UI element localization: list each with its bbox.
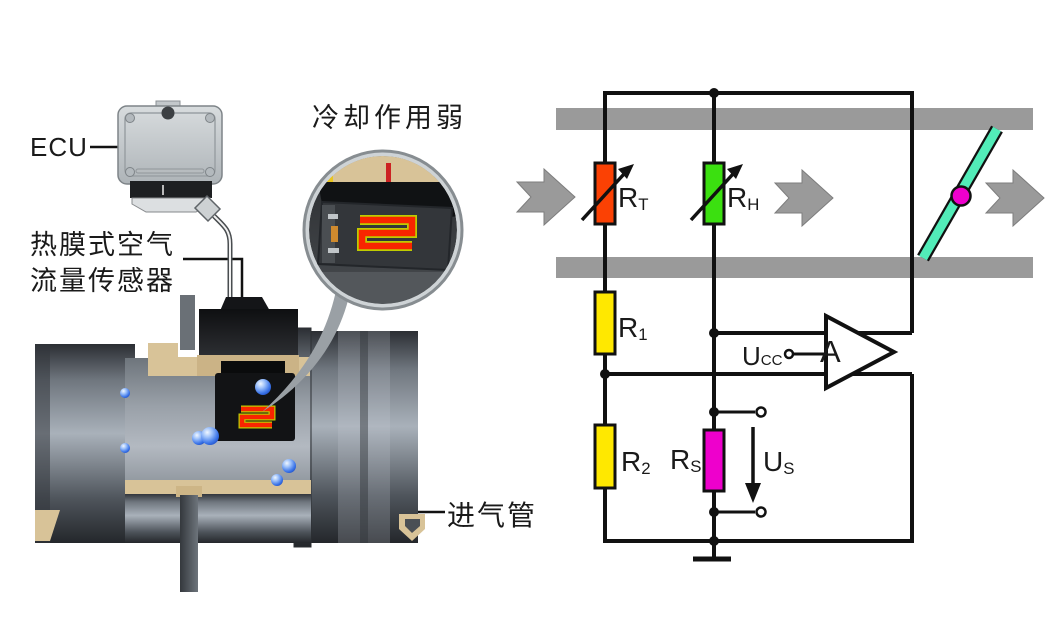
inset-hot-film-element xyxy=(358,216,416,250)
air-molecule xyxy=(255,379,271,395)
r2-label: R2 xyxy=(621,446,651,479)
inset-ring-outer xyxy=(302,149,464,311)
inset-ring-inner xyxy=(305,152,461,308)
air-molecule xyxy=(120,443,130,453)
junction-dot xyxy=(600,369,610,379)
ecu-connector-strip xyxy=(130,181,212,198)
rh-variable-arrow xyxy=(689,172,735,222)
pipe-bottom-shell xyxy=(125,493,311,543)
bridge-circuit-schematic xyxy=(515,88,1045,562)
flow-arrow-left xyxy=(515,167,576,227)
sensor-cap xyxy=(220,297,270,311)
sensor-label: 热膜式空气 流量传感器 xyxy=(30,227,175,299)
amplifier-triangle xyxy=(824,312,899,392)
cut-surface-bottom xyxy=(125,480,311,494)
inset-tick xyxy=(328,214,338,219)
ecu-screw xyxy=(205,113,215,123)
resistor-r1 xyxy=(593,290,617,356)
pipe-cut-notch-inner xyxy=(405,519,420,533)
ucc-terminal xyxy=(783,348,795,360)
fin-cap xyxy=(176,486,202,497)
magnified-inset xyxy=(302,149,464,311)
junction-dot xyxy=(709,88,719,98)
flow-arrow-middle xyxy=(773,168,834,228)
variable-arrows xyxy=(580,164,743,222)
rt-label: RT xyxy=(618,182,649,215)
pipe-left-cylinder xyxy=(35,344,135,543)
ecu-label: ECU xyxy=(30,132,88,162)
air-molecule xyxy=(282,459,296,473)
rh-label: RH xyxy=(727,182,760,215)
ecu-screw xyxy=(125,167,135,177)
ecu-top-screw xyxy=(161,106,175,120)
inset-tick xyxy=(328,248,339,253)
sensor-body xyxy=(199,309,298,361)
sensor-cable-core xyxy=(213,215,231,312)
sensor-label-line1: 热膜式空气 xyxy=(30,230,175,260)
hot-film-element xyxy=(239,406,275,428)
us-terminal-bottom xyxy=(755,506,767,518)
ecu-screw xyxy=(205,167,215,177)
rh-arrowhead xyxy=(727,164,743,179)
us-label: US xyxy=(763,446,795,479)
air-molecule xyxy=(271,474,283,486)
junction-dot xyxy=(709,328,719,338)
ecu-box xyxy=(117,100,233,312)
resistor-r2 xyxy=(593,423,617,490)
amplifier-label: A xyxy=(820,334,841,369)
sensor-inner-connector xyxy=(221,361,285,375)
airflow-sensor-illustration xyxy=(35,100,464,592)
rs-label: RS xyxy=(670,444,702,477)
ucc-label: UCC xyxy=(742,341,783,371)
pipe-right-cylinder xyxy=(300,331,418,543)
air-molecules xyxy=(120,379,296,486)
inset-label: 冷却作用弱 xyxy=(312,103,467,133)
duct-wall-top xyxy=(556,108,1033,130)
pipe-right-rib xyxy=(360,331,368,543)
ecu-screw xyxy=(125,113,135,123)
cut-surface-step xyxy=(148,343,178,358)
rt-variable-arrow xyxy=(580,172,626,222)
cable-plug xyxy=(193,194,222,223)
sensor-label-line2: 流量传感器 xyxy=(30,266,175,296)
pipe-left-cap-shade xyxy=(35,344,50,543)
sensor-post xyxy=(180,295,195,350)
r1-label: R1 xyxy=(618,312,648,345)
flow-arrow-right xyxy=(984,168,1045,228)
air-molecule xyxy=(120,388,130,398)
junction-dot xyxy=(709,536,719,546)
wiper-dot xyxy=(950,185,972,207)
sensor-assembly xyxy=(180,295,299,441)
duct-wall-bottom xyxy=(556,257,1033,278)
resistor-rs xyxy=(702,428,726,493)
mounting-fin xyxy=(180,495,198,592)
ecu-vent-slot xyxy=(135,168,205,174)
inset-red-wire xyxy=(386,163,391,187)
pipe-label: 进气管 xyxy=(447,500,538,531)
rt-arrowhead xyxy=(618,164,634,179)
inset-orange-tick xyxy=(331,226,338,242)
pipe-cut-wedge-left xyxy=(35,510,60,541)
air-molecule xyxy=(201,427,219,445)
us-terminal-top xyxy=(755,406,767,418)
us-arrowhead xyxy=(745,483,761,503)
pipe-right-highlight xyxy=(338,331,390,543)
